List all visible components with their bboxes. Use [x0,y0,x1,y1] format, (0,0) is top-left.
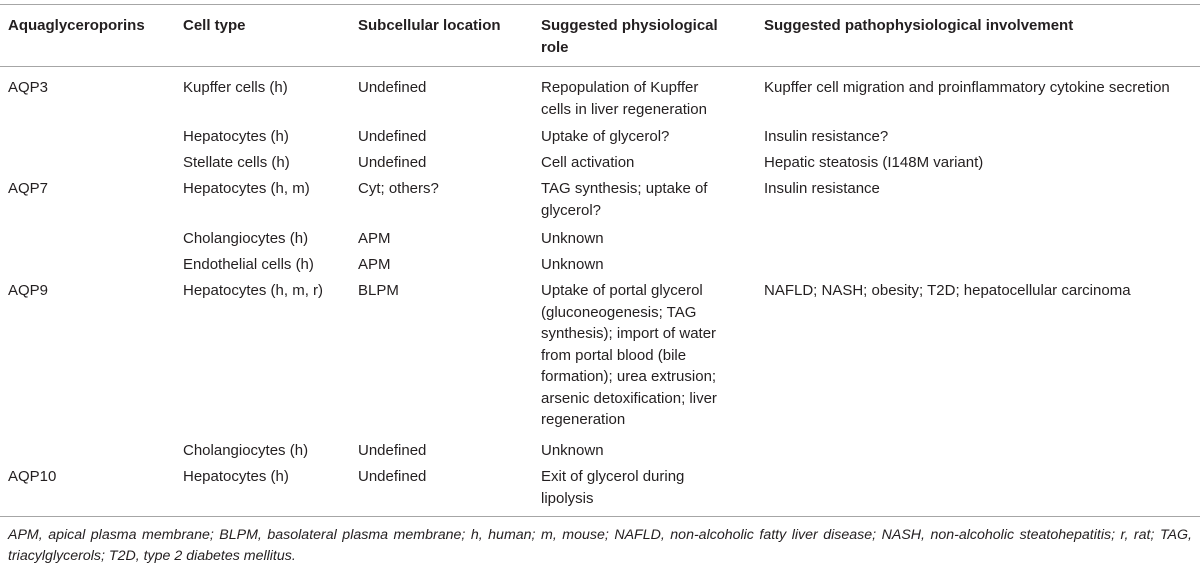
physiological-role-line: Uptake of portal glycerol [541,282,703,299]
row-cell-type: Hepatocytes (h) [183,468,289,485]
physiological-role-line: regeneration [541,411,626,428]
physiological-role-line: synthesis); import of water [541,325,717,342]
physiological-role-line: from portal blood (bile [541,346,687,364]
row-physiological-role: TAG synthesis; uptake of glycerol? [541,178,707,221]
row-subcellular-location: Undefined [358,128,427,145]
header-subcellular-location: Subcellular location [358,17,501,34]
row-subcellular-location: APM [358,256,391,273]
row-physiological-role: Unknown [541,440,604,462]
row-subcellular-location: BLPM [358,282,399,299]
row-physiological-role: Cell activation [541,152,634,174]
physiological-role-line: Unknown [541,230,604,247]
header-physiological-role-line: Suggested physiological [541,17,718,34]
row-pathophysiological-involvement: Insulin resistance? [764,128,889,145]
row-aquaporin: AQP3 [8,79,49,96]
physiological-role-line: Unknown [541,442,604,459]
row-subcellular-location: Undefined [358,442,427,459]
physiological-role-line: Cell activation [541,154,635,171]
row-cell-type: Cholangiocytes (h) [183,230,309,247]
row-cell-type: Hepatocytes (h) [183,128,289,145]
row-physiological-role: Uptake of glycerol? [541,126,669,148]
bottom-rule [0,516,1200,517]
row-cell-type: Kupffer cells (h) [183,79,288,96]
row-physiological-role: Uptake of portal glycerol (gluconeogenesi… [541,280,717,431]
physiological-role-line: lipolysis [541,489,594,507]
header-physiological-role-line: role [541,38,569,56]
row-physiological-role: Repopulation of Kupffer cells in liver re… [541,77,707,120]
row-pathophysiological-involvement: Kupffer cell migration and proinflammato… [764,79,1170,96]
physiological-role-line: glycerol? [541,201,602,219]
row-physiological-role: Unknown [541,228,604,250]
row-pathophysiological-involvement: Hepatic steatosis (I148M variant) [764,154,984,171]
row-cell-type: Endothelial cells (h) [183,256,314,273]
physiological-role-line: TAG synthesis; uptake of [541,180,708,197]
row-subcellular-location: Undefined [358,154,427,171]
physiological-role-line: Unknown [541,256,604,273]
row-subcellular-location: Undefined [358,79,427,96]
top-rule [0,4,1200,5]
physiological-role-line: cells in liver regeneration [541,100,707,118]
physiological-role-line: Uptake of glycerol? [541,128,670,145]
header-aquaglyceroporins: Aquaglyceroporins [8,17,145,34]
row-aquaporin: AQP7 [8,180,49,197]
row-cell-type: Cholangiocytes (h) [183,442,309,459]
physiological-role-line: Repopulation of Kupffer [541,79,699,96]
row-physiological-role: Exit of glycerol during lipolysis [541,466,684,509]
row-subcellular-location: Cyt; others? [358,180,439,197]
row-physiological-role: Unknown [541,254,604,276]
row-aquaporin: AQP9 [8,282,49,299]
table-footnote: APM, apical plasma membrane; BLPM, basol… [8,527,1192,564]
row-aquaporin: AQP10 [8,468,57,485]
row-cell-type: Hepatocytes (h, m, r) [183,282,324,299]
row-pathophysiological-involvement: NAFLD; NASH; obesity; T2D; hepatocellula… [764,282,1131,299]
physiological-role-line: Exit of glycerol during [541,468,685,485]
header-rule [0,66,1200,67]
row-pathophysiological-involvement: Insulin resistance [764,180,880,197]
row-subcellular-location: Undefined [358,468,427,485]
row-subcellular-location: APM [358,230,391,247]
header-physiological-role: Suggested physiological role [541,15,718,58]
row-cell-type: Stellate cells (h) [183,154,290,171]
physiological-role-line: formation); urea extrusion; [541,368,717,385]
header-cell-type: Cell type [183,17,246,34]
header-pathophysiological-involvement: Suggested pathophysiological involvement [764,17,1074,34]
physiological-role-line: arsenic detoxification; liver [541,389,717,407]
row-cell-type: Hepatocytes (h, m) [183,180,310,197]
physiological-role-line: (gluconeogenesis; TAG [541,303,697,321]
